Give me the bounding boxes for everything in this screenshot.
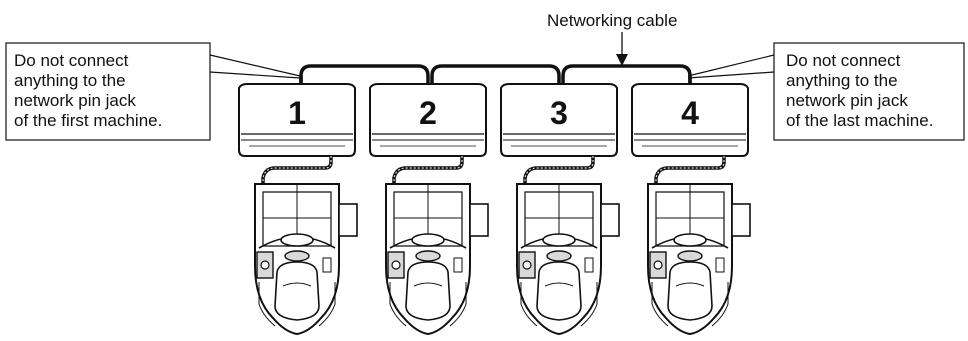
- machines-row: 1 2 3 4: [238, 83, 751, 336]
- seat-cabinet: [516, 183, 620, 336]
- monitor-cabinet: 1: [238, 83, 356, 157]
- link-cable: [523, 156, 595, 184]
- network-cables: [299, 64, 692, 84]
- right-note-line-4: of the last machine.: [786, 111, 933, 130]
- network-cable: [299, 64, 430, 84]
- networking-cable-label: Networking cable: [547, 11, 677, 66]
- machine-unit: 2: [369, 83, 489, 336]
- right-note-line-1: Do not connect: [786, 51, 901, 70]
- cable-label-text: Networking cable: [547, 11, 677, 30]
- machine-number: 2: [419, 95, 437, 131]
- left-note-line-4: of the first machine.: [14, 111, 162, 130]
- arrow-down-icon: [616, 54, 628, 66]
- machine-number: 3: [550, 95, 568, 131]
- right-note-line-3: network pin jack: [786, 91, 908, 110]
- left-note-line-1: Do not connect: [14, 51, 129, 70]
- machine-number: 1: [288, 95, 306, 131]
- link-cable: [654, 156, 726, 184]
- network-cable: [430, 64, 561, 84]
- monitor-cabinet: 2: [369, 83, 487, 157]
- left-note-callout: Do not connect anything to the network p…: [5, 42, 301, 141]
- seat-cabinet: [647, 183, 751, 336]
- machine-unit: 4: [631, 83, 751, 336]
- right-note-callout: Do not connect anything to the network p…: [687, 42, 965, 141]
- seat-cabinet: [254, 183, 358, 336]
- seat-cabinet: [385, 183, 489, 336]
- network-cable: [561, 64, 692, 84]
- machine-unit: 3: [500, 83, 620, 336]
- machine-number: 4: [681, 95, 699, 131]
- left-note-line-2: anything to the: [14, 71, 126, 90]
- left-note-line-3: network pin jack: [14, 91, 136, 110]
- link-cable: [261, 156, 333, 184]
- monitor-cabinet: 4: [631, 83, 749, 157]
- link-cable: [392, 156, 464, 184]
- monitor-cabinet: 3: [500, 83, 618, 157]
- machine-unit: 1: [238, 83, 358, 336]
- right-note-line-2: anything to the: [786, 71, 898, 90]
